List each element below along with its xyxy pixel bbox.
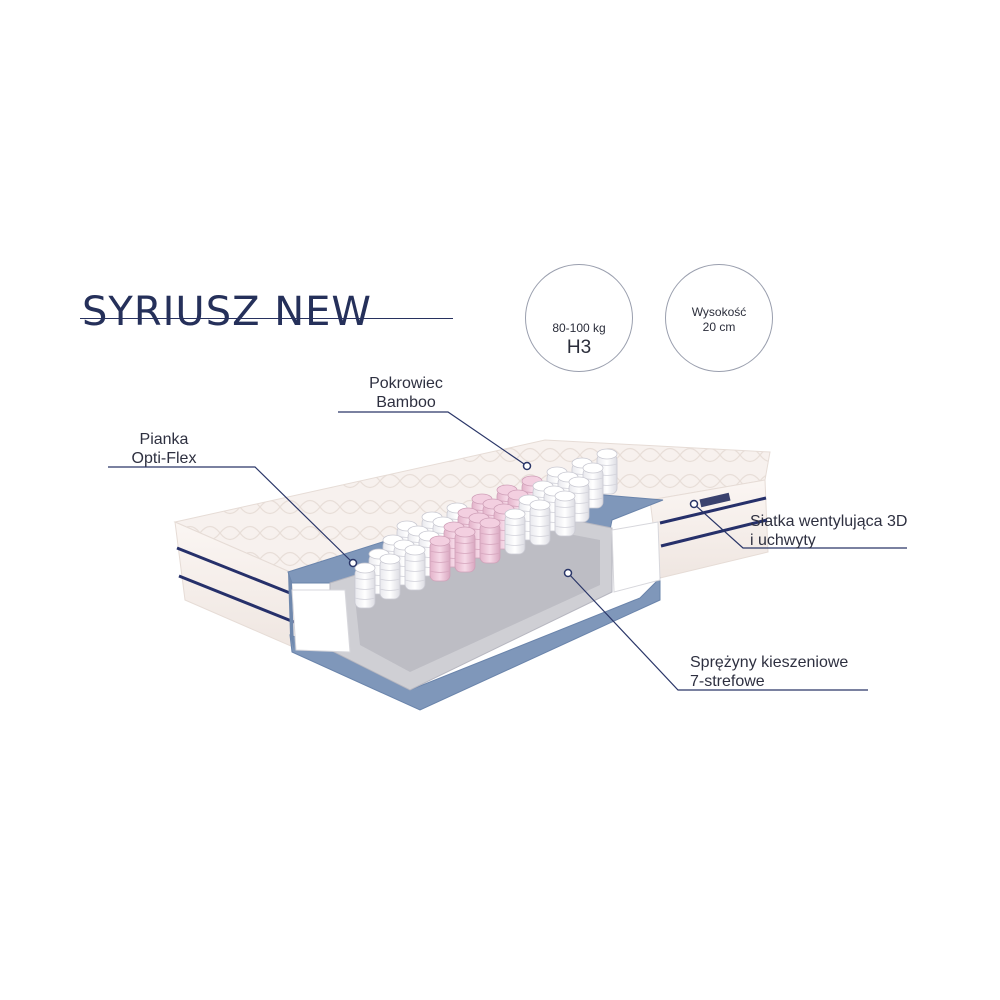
mesh-label-line-1: Siatka wentylująca 3D [750,513,908,530]
weight-range: 80-100 kg [552,321,606,335]
pocket-spring [379,553,401,600]
foam-layer-label: Pianka Opti-Flex [118,430,210,468]
foam-label-line-1: Pianka [139,431,189,448]
springs-label-line-2: 7-strefowe [690,673,765,690]
title-underline [80,318,453,319]
mesh-layer-label: Siatka wentylująca 3D i uchwyty [750,512,907,550]
pocket-springs [354,448,618,609]
hardness-level: H3 [566,337,592,358]
pocket-spring [529,499,551,546]
leader-lines [108,411,907,691]
pocket-spring [454,526,476,573]
pocket-spring [554,490,576,537]
pocket-spring [429,535,451,582]
cover-layer-label: Pokrowiec Bamboo [365,374,447,412]
pocket-spring [404,544,426,591]
cover-label-line-2: Bamboo [376,394,436,411]
pocket-spring [479,517,501,564]
cover-label-line-1: Pokrowiec [369,375,443,392]
foam-label-line-2: Opti-Flex [131,450,197,467]
pocket-spring [354,562,376,609]
leader-dots [348,461,699,578]
springs-label-line-1: Sprężyny kieszeniowe [690,654,849,671]
product-title: SYRIUSZ NEW [82,288,372,335]
springs-layer-label: Sprężyny kieszeniowe 7-strefowe [690,653,848,691]
height-value: 20 cm [702,320,736,334]
edge-foam-blocks [291,521,661,653]
pocket-spring [504,508,526,555]
height-badge: Wysokość 20 cm [665,264,773,372]
mesh-label-line-2: i uchwyty [750,532,816,549]
firmness-badge: 80-100 kg H3 [525,264,633,372]
height-label: Wysokość [691,305,747,319]
